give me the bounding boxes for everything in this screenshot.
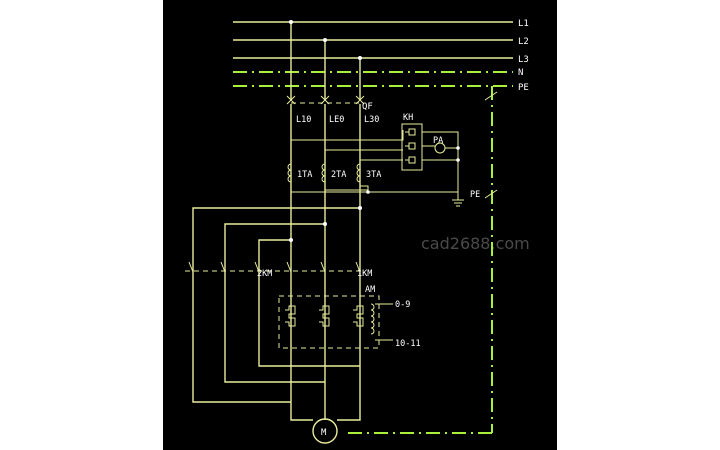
label-1ta: 1TA xyxy=(297,170,312,180)
label-l2: L2 xyxy=(518,37,529,47)
ct-return-3 xyxy=(360,185,369,192)
loop-middle xyxy=(224,223,325,383)
ct-secondary-wiring xyxy=(290,130,458,194)
star-delta-loops xyxy=(192,206,362,403)
kh-element-1 xyxy=(405,128,416,136)
kh-element-3 xyxy=(405,156,416,164)
kh-out-1 xyxy=(422,131,459,192)
watermark-text: cad2688.com xyxy=(421,234,530,253)
supply-busbars xyxy=(233,21,513,87)
label-l10: L10 xyxy=(296,115,311,125)
motor-m xyxy=(290,402,361,444)
kh-relay xyxy=(401,123,459,192)
label-pe-ground: PE xyxy=(470,190,480,200)
label-motor: M xyxy=(321,428,327,438)
pa-ammeter xyxy=(422,142,460,162)
motor-lead-a xyxy=(290,402,313,421)
phase-conductors xyxy=(289,20,362,100)
pa-wiring xyxy=(422,145,458,149)
label-terminal-bottom: 10-11 xyxy=(395,339,421,349)
am-element-2 xyxy=(319,305,330,327)
pa-junction xyxy=(456,146,460,150)
label-l30: L30 xyxy=(364,115,379,125)
phase-main-runs xyxy=(290,104,361,402)
junction-l1 xyxy=(289,20,293,24)
junction-l2 xyxy=(323,38,327,42)
am-coil xyxy=(370,303,375,335)
cad-drawing-canvas: cad2688.com L1 L2 L3 N PE QF L1 xyxy=(163,0,557,450)
motor-control-schematic: cad2688.com L1 L2 L3 N PE QF L1 xyxy=(185,19,530,444)
loop-junction-2 xyxy=(323,222,327,226)
ground-symbol xyxy=(452,189,498,207)
ta3-coil xyxy=(356,163,361,183)
qf-breaker xyxy=(286,95,365,105)
km2-contacts xyxy=(188,261,260,273)
am-dashed-box xyxy=(278,295,380,349)
ct-junction xyxy=(366,190,370,194)
label-pe: PE xyxy=(518,83,529,93)
label-pa: PA xyxy=(433,136,443,146)
loop-outer xyxy=(192,207,360,403)
loop-inner xyxy=(258,239,360,367)
ct-wire-1 xyxy=(290,130,404,160)
pe-ground-tap xyxy=(484,189,498,199)
km1-contacts xyxy=(286,261,361,273)
motor-lead-c xyxy=(337,402,361,421)
am-element-3 xyxy=(353,305,364,327)
ct-return-1 xyxy=(290,186,458,193)
kh-box xyxy=(401,123,423,171)
ct-wire-2 xyxy=(324,149,403,160)
pe-conductor xyxy=(348,86,498,434)
am-overload-block xyxy=(278,295,393,349)
ta1-coil xyxy=(287,163,292,183)
ta2-coil xyxy=(321,163,326,183)
label-2km: 2KM xyxy=(257,269,272,279)
pe-tap-mark xyxy=(484,91,498,101)
loop-junction-1 xyxy=(358,206,362,210)
loop-junction-3 xyxy=(289,238,293,242)
current-transformers xyxy=(287,163,361,183)
label-kh: KH xyxy=(403,113,413,123)
label-1km: 1KM xyxy=(357,269,372,279)
label-n: N xyxy=(518,68,523,78)
motor-circle xyxy=(312,418,338,444)
kh-element-2 xyxy=(405,142,416,150)
label-l1: L1 xyxy=(518,19,529,29)
label-le0: LE0 xyxy=(329,115,344,125)
am-element-1 xyxy=(285,305,296,327)
am-terminal-wires xyxy=(375,303,393,341)
label-2ta: 2TA xyxy=(331,170,346,180)
label-am: AM xyxy=(365,285,375,295)
label-l3: L3 xyxy=(518,55,529,65)
ct-return-2 xyxy=(324,186,368,191)
label-terminal-top: 0-9 xyxy=(395,300,410,310)
kh-junction xyxy=(456,158,460,162)
contactor-row xyxy=(185,261,363,273)
junction-l3 xyxy=(358,56,362,60)
label-qf: QF xyxy=(362,102,373,112)
label-3ta: 3TA xyxy=(366,170,381,180)
